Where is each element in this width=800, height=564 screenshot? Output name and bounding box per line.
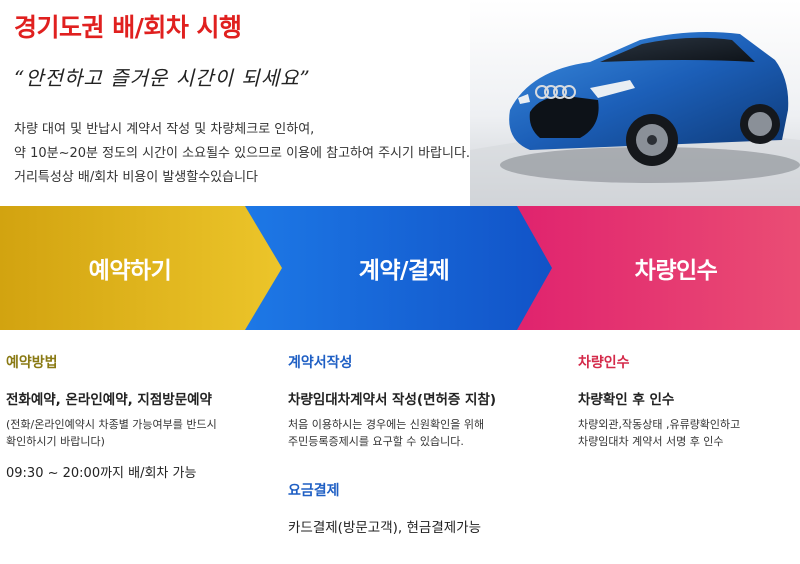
step-reservation-label: 예약하기	[88, 258, 172, 284]
reservation-heading: 예약방법	[6, 355, 58, 371]
step-1-bg	[0, 206, 282, 330]
contract-note: 처음 이용하시는 경우에는 신원확인을 위해	[288, 418, 485, 431]
description-line: 약 10분~20분 정도의 시간이 소요될수 있으므로 이용에 참고하여 주시기…	[14, 146, 471, 161]
contract-column: 계약서작성 차량임대차계약서 작성(면허증 지참) 처음 이용하시는 경우에는 …	[288, 352, 496, 544]
reservation-methods: 전화예약, 온라인예약, 지점방문예약	[6, 392, 212, 408]
contract-heading: 계약서작성	[288, 355, 353, 371]
pickup-main: 차량확인 후 인수	[578, 392, 675, 408]
reservation-column: 예약방법 전화예약, 온라인예약, 지점방문예약 (전화/온라인예약시 차종별 …	[6, 352, 217, 481]
service-hours: 09:30 ~ 20:00까지 배/회차 가능	[6, 466, 197, 481]
step-pickup-label: 차량인수	[634, 258, 718, 284]
payment-methods: 카드결제(방문고객), 현금결제가능	[288, 520, 481, 536]
pickup-note: 차량임대차 계약서 서명 후 인수	[578, 435, 724, 448]
car-image	[470, 0, 800, 210]
step-2-bg	[245, 206, 552, 330]
description-line: 차량 대여 및 반납시 계약서 작성 및 차량체크로 인하여,	[14, 122, 315, 137]
car-illustration	[470, 0, 800, 210]
page-subtitle: “안전하고 즐거운 시간이 되세요”	[14, 66, 311, 90]
description: 차량 대여 및 반납시 계약서 작성 및 차량체크로 인하여, 약 10분~20…	[14, 118, 554, 190]
payment-heading: 요금결제	[288, 483, 340, 499]
contract-main: 차량임대차계약서 작성(면허증 지참)	[288, 392, 497, 408]
pickup-note: 차량외관,작동상태 ,유류량확인하고	[578, 418, 741, 431]
step-3-bg	[517, 206, 800, 330]
page-title: 경기도권 배/회차 시행	[14, 13, 242, 42]
pickup-heading: 차량인수	[578, 355, 630, 371]
description-line: 거리특성상 배/회차 비용이 발생할수있습니다	[14, 170, 259, 185]
contract-note: 주민등록증제시를 요구할 수 있습니다.	[288, 435, 464, 448]
reservation-note: (전화/온라인예약시 차종별 가능여부를 반드시	[6, 418, 217, 431]
steps-background	[0, 206, 800, 330]
process-steps: 예약하기 계약/결제 차량인수	[0, 206, 800, 330]
step-contract-label: 계약/결제	[358, 258, 450, 284]
pickup-column: 차량인수 차량확인 후 인수 차량외관,작동상태 ,유류량확인하고 차량임대차 …	[578, 352, 740, 450]
reservation-note: 확인하시기 바랍니다)	[6, 435, 105, 448]
